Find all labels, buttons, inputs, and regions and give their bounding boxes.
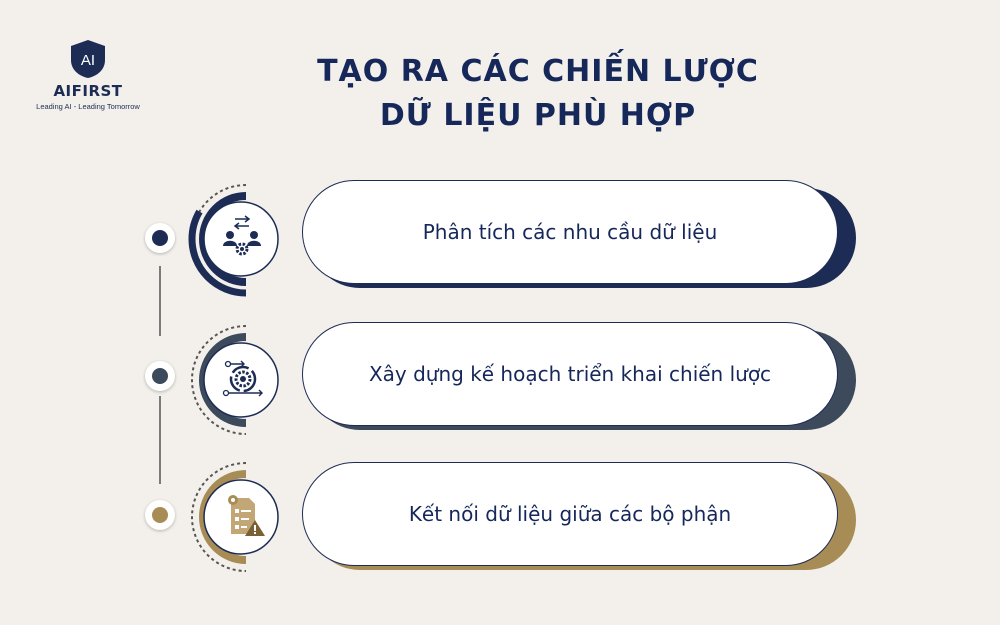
step-label: Phân tích các nhu cầu dữ liệu <box>422 220 718 244</box>
logo-mark: AI <box>81 52 95 69</box>
checklist-warning-icon <box>228 495 265 536</box>
step-1: Phân tích các nhu cầu dữ liệu <box>0 180 1000 297</box>
step-card: Kết nối dữ liệu giữa các bộ phận <box>302 462 838 566</box>
step-card: Phân tích các nhu cầu dữ liệu <box>302 180 838 284</box>
step-2: Xây dựng kế hoạch triển khai chiến lược <box>0 322 1000 435</box>
connector-line <box>159 266 161 336</box>
page-title: TẠO RA CÁC CHIẾN LƯỢC DỮ LIỆU PHÙ HỢP <box>0 50 1000 138</box>
brand-name: AIFIRST <box>53 82 123 100</box>
step-dot <box>145 223 175 253</box>
shield-logo-icon: AI <box>71 40 105 78</box>
step-3: Kết nối dữ liệu giữa các bộ phận <box>0 462 1000 572</box>
step-label: Kết nối dữ liệu giữa các bộ phận <box>408 502 732 526</box>
step-label: Xây dựng kế hoạch triển khai chiến lược <box>368 362 772 386</box>
brand-logo: AI AIFIRST Leading AI - Leading Tomorrow <box>28 38 148 111</box>
step-card: Xây dựng kế hoạch triển khai chiến lược <box>302 322 838 426</box>
title-line-1: TẠO RA CÁC CHIẾN LƯỢC <box>317 54 759 89</box>
brand-tagline: Leading AI - Leading Tomorrow <box>36 102 140 111</box>
connector-line <box>159 396 161 484</box>
step-dot <box>145 361 175 391</box>
title-line-2: DỮ LIỆU PHÙ HỢP <box>379 98 697 133</box>
step-icon-ring <box>188 181 279 297</box>
step-dot <box>145 500 175 530</box>
people-exchange-gear-icon <box>223 215 261 256</box>
process-cycle-icon <box>222 360 263 397</box>
